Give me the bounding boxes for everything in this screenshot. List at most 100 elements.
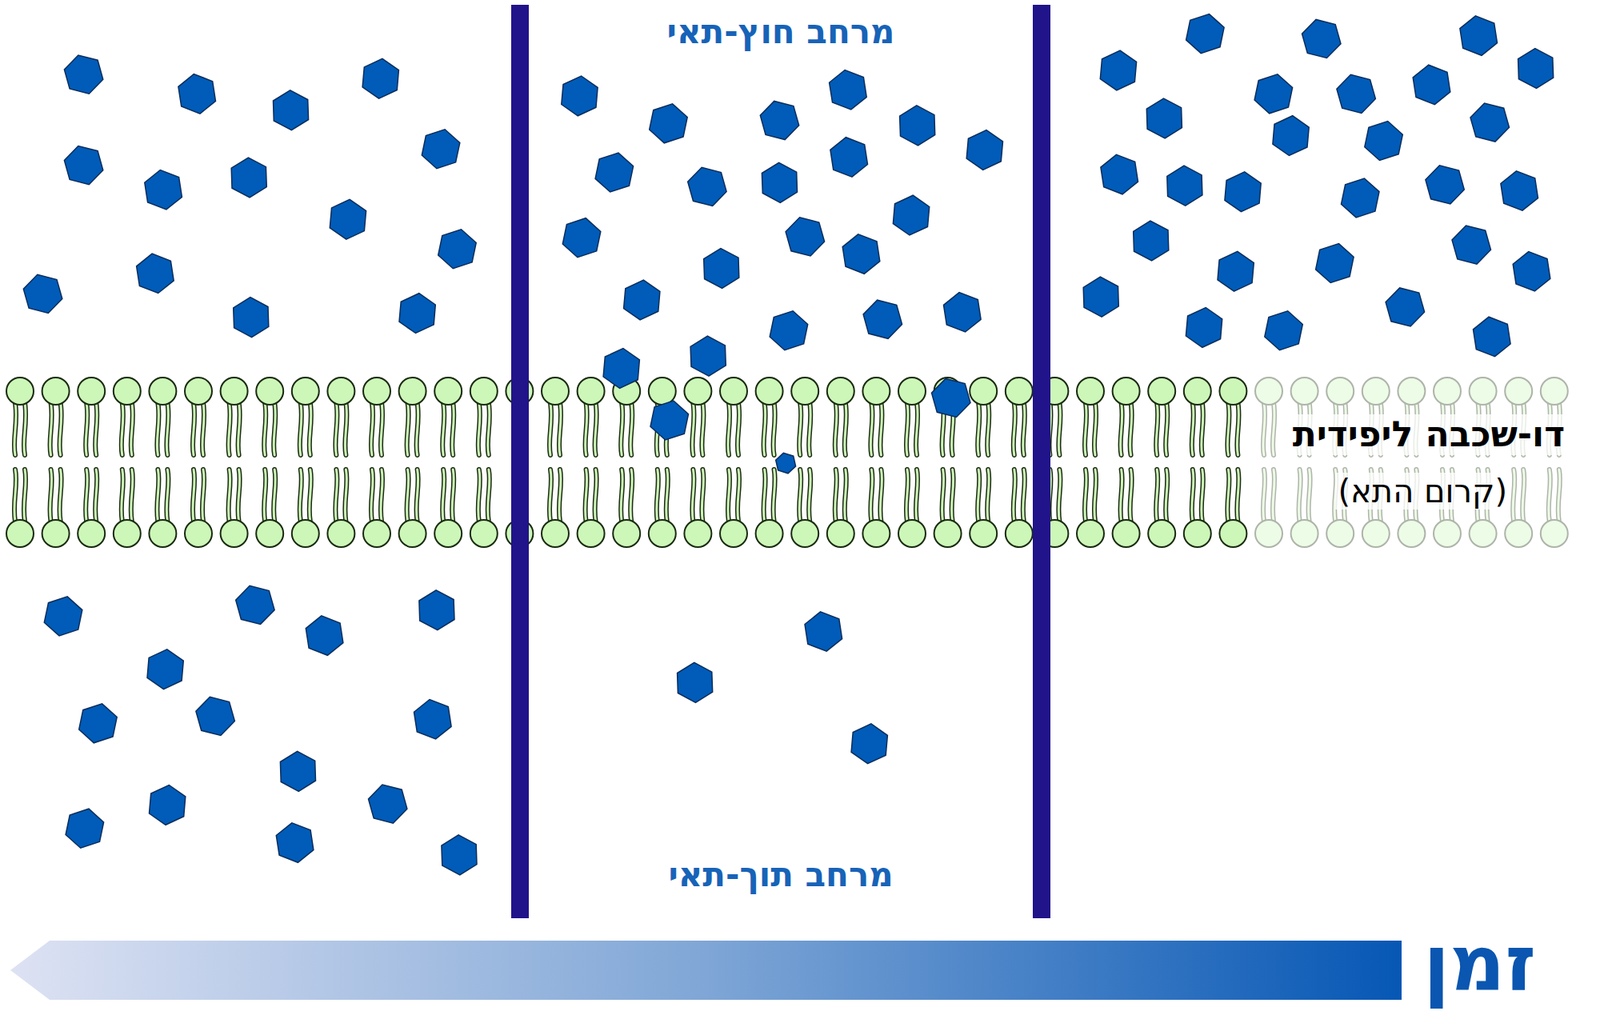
lipid-head xyxy=(399,377,427,405)
lipid-tail xyxy=(237,469,240,522)
molecule xyxy=(1500,171,1539,211)
lipid-tail xyxy=(1120,403,1122,456)
lipid-tail xyxy=(808,469,811,522)
lipid-head xyxy=(1112,377,1140,405)
lipid-tail xyxy=(192,469,195,522)
phospholipid xyxy=(1504,377,1532,548)
molecule xyxy=(760,100,799,140)
lipid-head xyxy=(1076,377,1104,405)
lipid-tail xyxy=(309,403,312,456)
lipid-head xyxy=(577,377,605,405)
molecule xyxy=(830,137,868,177)
phospholipid xyxy=(969,377,997,548)
lipid-tail xyxy=(1192,469,1194,522)
lipid-tail xyxy=(300,469,302,522)
lipid-tail xyxy=(406,469,408,522)
lipid-tail xyxy=(228,403,230,456)
lipid-head xyxy=(434,377,462,405)
lipid-head xyxy=(256,520,284,548)
lipid-tail xyxy=(1129,403,1132,456)
lipid-tail xyxy=(416,403,418,456)
molecule xyxy=(944,292,982,332)
lipid-tail xyxy=(156,469,159,522)
phospholipid xyxy=(113,377,141,548)
lipid-tail xyxy=(442,403,444,456)
lipid-tail xyxy=(228,403,230,456)
lipid-head xyxy=(42,377,70,405)
lipid-tail xyxy=(380,403,383,456)
lipid-tail xyxy=(335,403,337,456)
lipid-tail xyxy=(584,403,587,456)
lipid-tail xyxy=(1156,469,1158,522)
lipid-tail xyxy=(49,403,52,456)
lipid-tail xyxy=(549,469,552,522)
lipid-tail xyxy=(835,469,837,522)
phospholipid xyxy=(6,377,34,548)
lipid-tail xyxy=(835,403,837,456)
lipid-head xyxy=(363,520,391,548)
lipid-tail xyxy=(692,469,694,522)
lipid-tail xyxy=(763,403,765,456)
lipid-tail xyxy=(1308,469,1310,522)
lipid-tail xyxy=(763,469,765,522)
molecule xyxy=(236,585,275,624)
lipid-tail xyxy=(584,469,587,522)
lipid-head xyxy=(1540,377,1568,405)
lipid-tail xyxy=(692,469,694,522)
molecule xyxy=(966,130,1003,171)
lipid-tail xyxy=(1558,469,1560,522)
molecule xyxy=(603,348,640,389)
lipid-tail xyxy=(620,469,623,522)
lipid-tail xyxy=(406,403,408,456)
molecule xyxy=(414,700,452,740)
lipid-tail xyxy=(941,469,944,522)
lipid-tail xyxy=(85,469,88,522)
lipid-tail xyxy=(24,469,26,522)
lipid-tail xyxy=(237,403,240,456)
molecule xyxy=(1167,165,1203,206)
lipid-tail xyxy=(1522,469,1524,522)
lipid-tail xyxy=(95,403,97,456)
lipid-tail xyxy=(85,403,88,456)
lipid-tail xyxy=(559,403,561,456)
lipid-tail xyxy=(406,403,408,456)
membrane-sublabel: (קרום התא) xyxy=(1335,472,1511,510)
molecule xyxy=(399,293,436,334)
lipid-tail xyxy=(559,403,561,456)
lipid-tail xyxy=(1058,469,1060,522)
lipid-tail xyxy=(656,469,659,522)
phospholipid xyxy=(434,377,462,548)
lipid-tail xyxy=(772,403,775,456)
lipid-head xyxy=(684,377,712,405)
lipid-tail xyxy=(95,403,97,456)
lipid-tail xyxy=(1227,403,1229,456)
molecule xyxy=(305,616,344,656)
lipid-tail xyxy=(237,469,240,522)
lipid-tail xyxy=(1013,469,1016,522)
lipid-head xyxy=(1148,377,1176,405)
phospholipid xyxy=(184,377,212,548)
lipid-tail xyxy=(916,403,918,456)
lipid-tail xyxy=(1013,403,1016,456)
lipid-head xyxy=(1469,377,1497,405)
lipid-head xyxy=(148,377,176,405)
phospholipid xyxy=(720,377,748,548)
lipid-tail xyxy=(906,403,908,456)
lipid-tail xyxy=(799,403,801,456)
phospholipid xyxy=(684,377,712,548)
molecule xyxy=(273,90,309,131)
lipid-head xyxy=(363,377,391,405)
lipid-tail xyxy=(808,403,811,456)
lipid-tail xyxy=(799,403,801,456)
molecule xyxy=(561,76,598,116)
lipid-tail xyxy=(121,469,124,522)
lipid-tail xyxy=(1201,403,1204,456)
time-arrow xyxy=(10,940,1402,1000)
lipid-tail xyxy=(95,469,97,522)
lipid-head xyxy=(184,520,212,548)
phospholipid xyxy=(148,377,176,548)
molecule xyxy=(1336,74,1376,113)
lipid-tail xyxy=(300,469,302,522)
lipid-tail xyxy=(692,403,694,456)
lipid-tail xyxy=(478,469,480,522)
